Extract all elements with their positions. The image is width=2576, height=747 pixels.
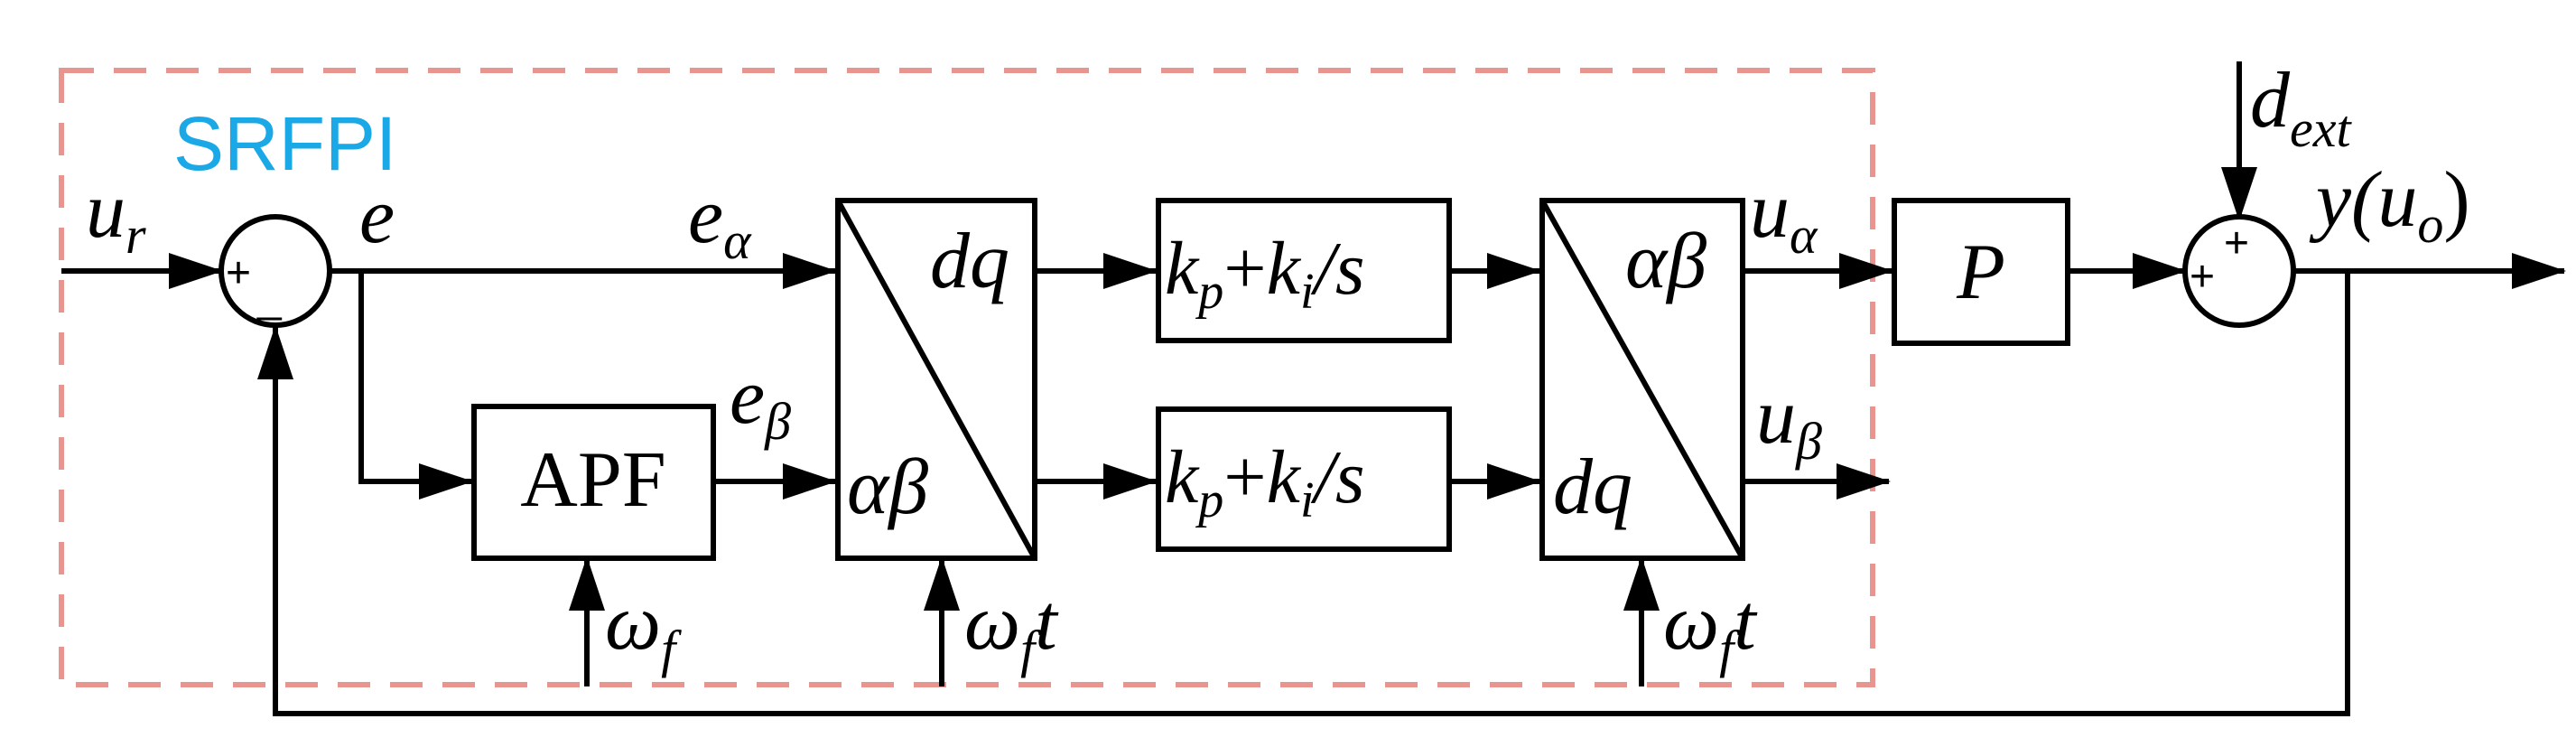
pi-top-ki: k bbox=[1267, 227, 1302, 311]
park-dq-label: dq bbox=[930, 218, 1009, 305]
sum-junction-2: + + bbox=[2182, 214, 2296, 328]
park-diagonal bbox=[835, 199, 1037, 560]
omega-apf-label: ωf bbox=[605, 579, 682, 678]
pi-top-rest: /s bbox=[1311, 227, 1365, 311]
pi-bottom-kp-sub: p bbox=[1195, 472, 1223, 528]
sum-junction-1: + _ bbox=[219, 214, 332, 328]
inverse-park-block: αβ dq bbox=[1539, 198, 1745, 561]
pi-bottom-rest: /s bbox=[1311, 435, 1365, 519]
wire-feedback bbox=[257, 271, 2350, 716]
inverse-park-dq-label: dq bbox=[1553, 444, 1632, 531]
omega-park-label: ωft bbox=[964, 579, 1059, 678]
apf-block: APF bbox=[471, 404, 716, 561]
e-beta-label: eβ bbox=[730, 353, 791, 451]
pi-bottom-ki: k bbox=[1267, 435, 1302, 519]
pi-controller-top: kp+ki/s bbox=[1156, 198, 1452, 343]
srfpi-group-border bbox=[59, 68, 1875, 687]
pi-top-ki-sub: i bbox=[1300, 264, 1315, 320]
pi-top-kp-sub: p bbox=[1195, 264, 1223, 320]
sum2-plus-top: + bbox=[2224, 219, 2249, 267]
input-label: ur bbox=[86, 167, 146, 265]
e-alpha-label: eα bbox=[688, 173, 752, 270]
sum1-plus-sign: + bbox=[226, 249, 251, 297]
srfpi-label: SRFPI bbox=[173, 101, 396, 186]
sum1-minus-sign: _ bbox=[256, 274, 283, 322]
plant-block: P bbox=[1892, 198, 2070, 346]
pi-bottom-ki-sub: i bbox=[1300, 472, 1315, 528]
pi-top-plus: + bbox=[1223, 227, 1266, 311]
sum2-plus-left: + bbox=[2190, 253, 2215, 301]
error-label: e bbox=[359, 173, 395, 260]
pi-bottom-plus: + bbox=[1223, 435, 1266, 519]
apf-label: APF bbox=[520, 436, 665, 524]
u-alpha-label: uα bbox=[1750, 167, 1818, 265]
disturbance-label: dext bbox=[2250, 57, 2352, 158]
inverse-park-alphabeta-label: αβ bbox=[1625, 218, 1706, 305]
wire-e-branch bbox=[358, 271, 473, 500]
park-transform-block: dq αβ bbox=[835, 198, 1037, 561]
u-beta-label: uβ bbox=[1756, 373, 1822, 471]
pi-bottom-kp: k bbox=[1165, 435, 1200, 519]
output-label: y(uo) bbox=[2309, 156, 2470, 254]
omega-invpark-label: ωft bbox=[1663, 579, 1758, 678]
pi-controller-bottom: kp+ki/s bbox=[1156, 406, 1452, 552]
pi-bottom-expression: kp+ki/s bbox=[1165, 435, 1365, 528]
plant-label: P bbox=[1956, 229, 2005, 316]
pi-top-kp: k bbox=[1165, 227, 1200, 311]
park-alphabeta-label: αβ bbox=[847, 444, 928, 531]
inverse-park-diagonal bbox=[1539, 199, 1745, 560]
pi-top-expression: kp+ki/s bbox=[1165, 227, 1365, 320]
